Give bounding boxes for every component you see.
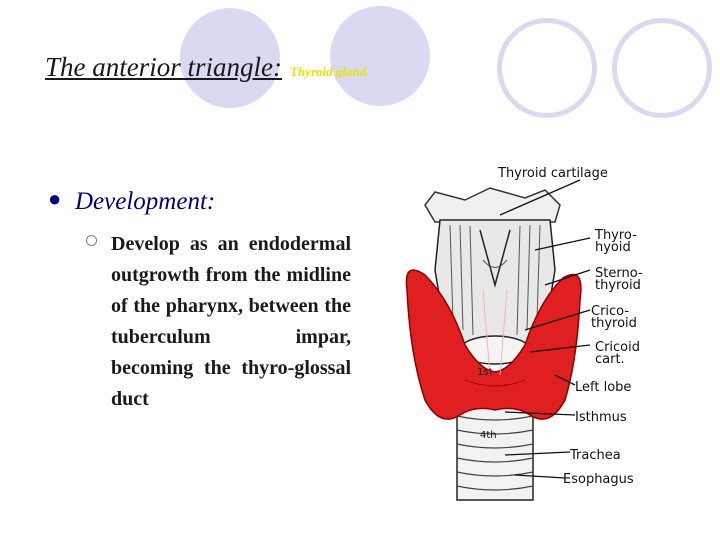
body-paragraph: Develop as an endodermal outgrowth from … [111, 233, 351, 410]
label-isthmus: Isthmus [575, 410, 627, 425]
ring-marker-4th: 4th [480, 430, 497, 441]
decorative-circle [180, 8, 280, 108]
label-esophagus: Esophagus [563, 472, 634, 487]
bullet-circle-icon [86, 235, 97, 246]
label-sternothyroid: Sterno- thyroid [595, 266, 643, 293]
label-thyrohyoid: Thyro- hyoid [595, 228, 637, 255]
ring-marker-1st: 1st [477, 367, 493, 378]
thyroid-illustration: 1st 4th [405, 179, 591, 501]
bullet-dot-icon: ● [48, 186, 62, 211]
decorative-ring [497, 18, 597, 118]
label-cricothyroid: Crico- thyroid [591, 304, 637, 331]
slide-title: The anterior triangle: Thyroid gland [45, 52, 366, 83]
label-left-lobe: Left lobe [575, 380, 632, 395]
thyroid-gland-shape [405, 269, 582, 420]
decorative-circle [330, 6, 430, 106]
label-thyroid-cartilage: Thyroid cartilage [498, 166, 608, 181]
decorative-ring [612, 18, 712, 118]
section-heading: Development: [75, 188, 216, 215]
label-trachea: Trachea [570, 448, 621, 463]
label-cricoid-cart: Cricoid cart. [595, 340, 640, 367]
title-main: The anterior triangle: [45, 52, 282, 82]
thyroid-anatomy-figure: 1st 4th Thyroid cartilage Thyro- hyoid S… [395, 160, 675, 505]
title-subtitle: Thyroid gland [290, 64, 367, 79]
